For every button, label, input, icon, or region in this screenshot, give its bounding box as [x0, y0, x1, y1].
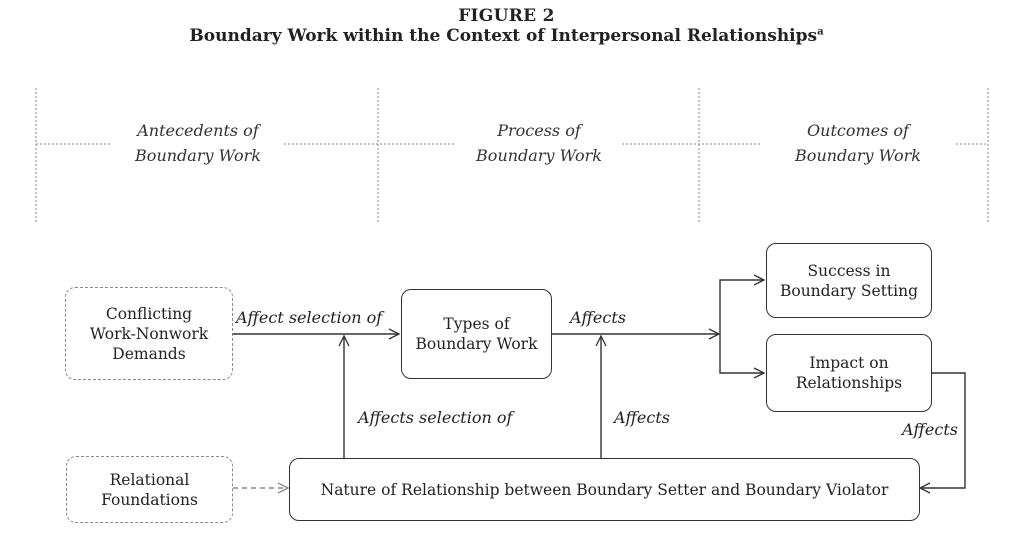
stage-process: Process of Boundary Work	[456, 118, 622, 168]
stage-outcomes-line2: Boundary Work	[795, 146, 921, 165]
node-relational-foundations: Relational Foundations	[66, 456, 233, 523]
node-nature-text: Nature of Relationship between Boundary …	[320, 480, 889, 499]
node-types-of-boundary-work: Types of Boundary Work	[401, 289, 552, 379]
figure-title-footnote: a	[817, 26, 824, 38]
stage-antecedents: Antecedents of Boundary Work	[112, 118, 284, 168]
stage-antecedents-line2: Boundary Work	[135, 146, 261, 165]
edge-label-affects-middle: Affects	[614, 408, 670, 427]
node-success-boundary-setting: Success in Boundary Setting	[766, 243, 932, 318]
node-conflicting-demands-line1: Conflicting	[105, 304, 193, 323]
node-types-line2: Boundary Work	[415, 335, 538, 353]
node-conflicting-demands: Conflicting Work-Nonwork Demands	[65, 287, 233, 380]
stage-antecedents-line1: Antecedents of	[137, 121, 259, 140]
stage-process-line1: Process of	[497, 121, 581, 140]
edge-label-affects-right: Affects	[902, 420, 958, 439]
node-types-line1: Types of	[443, 315, 510, 333]
node-impact-line1: Impact on	[809, 354, 889, 372]
node-conflicting-demands-line3: Demands	[112, 344, 186, 363]
node-success-line2: Boundary Setting	[779, 281, 919, 300]
arrow-to-impact	[719, 334, 766, 379]
stage-process-line2: Boundary Work	[476, 146, 602, 165]
figure-title: Boundary Work within the Context of Inte…	[0, 26, 1013, 46]
node-success-line1: Success in	[807, 261, 891, 280]
figure-label: FIGURE 2	[458, 6, 555, 26]
arrow-impact-to-nature	[918, 372, 966, 494]
node-nature-of-relationship: Nature of Relationship between Boundary …	[289, 458, 920, 521]
node-relational-line2: Foundations	[101, 490, 198, 509]
edge-label-affect-selection-of: Affect selection of	[236, 308, 383, 327]
figure-title-text: Boundary Work within the Context of Inte…	[189, 26, 818, 46]
edge-label-affects-top: Affects	[570, 308, 626, 327]
stage-outcomes-line1: Outcomes of	[807, 121, 909, 140]
stage-outcomes: Outcomes of Boundary Work	[760, 118, 956, 168]
edge-label-affects-selection-of: Affects selection of	[358, 408, 513, 427]
node-relational-line1: Relational	[109, 470, 190, 489]
node-impact-relationships: Impact on Relationships	[766, 334, 932, 412]
node-impact-line2: Relationships	[795, 374, 903, 392]
node-conflicting-demands-line2: Work-Nonwork	[89, 324, 209, 343]
arrow-to-success	[719, 274, 766, 334]
